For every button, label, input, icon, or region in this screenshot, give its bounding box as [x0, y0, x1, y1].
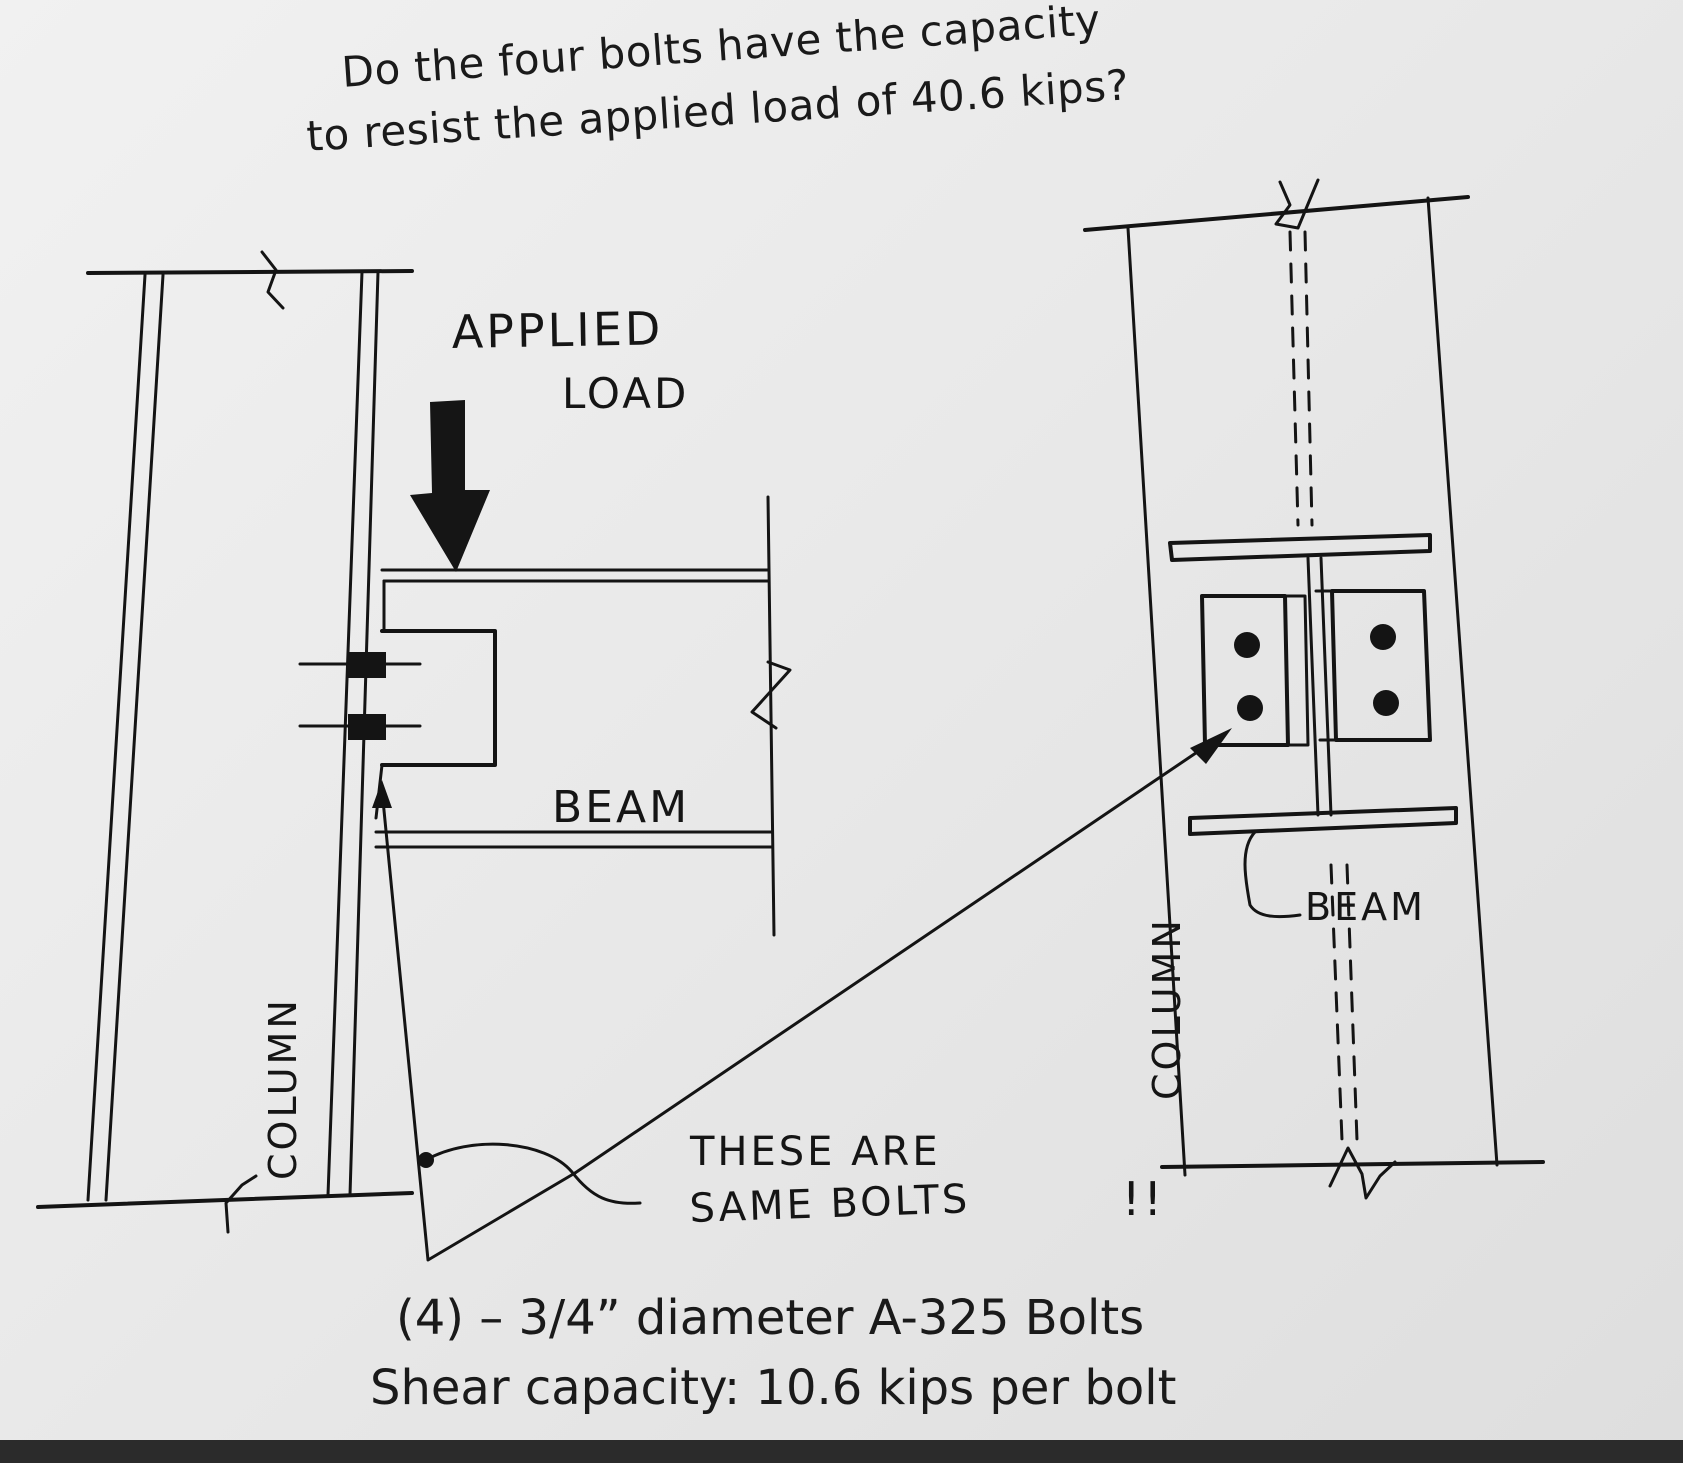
bolt-dot-right-lower [1373, 690, 1399, 716]
bolts-note-exclaim: !! [1122, 1172, 1165, 1226]
applied-load-arrow [410, 400, 490, 572]
column-label-right: COLUMN [1145, 917, 1189, 1100]
bolt-pointer-arrow [573, 728, 1232, 1175]
bolts-note-line1: THESE ARE [689, 1129, 941, 1175]
desk-edge [0, 1440, 1683, 1463]
beam-label-left: BEAM [552, 782, 690, 833]
left-connection-angle [298, 629, 497, 767]
right-column [1083, 178, 1545, 1200]
bolt-head-upper [348, 652, 386, 678]
bolts-note-line2: SAME BOLTS [689, 1176, 971, 1232]
applied-load-label-line2: LOAD [562, 369, 689, 418]
bolt-dot-right-upper [1370, 624, 1396, 650]
beam-label-right: BEAM [1305, 885, 1426, 929]
bolt-head-lower [348, 714, 386, 740]
column-label-left: COLUMN [261, 997, 305, 1180]
right-clip-angles [1200, 589, 1432, 747]
left-bolt-callout [372, 780, 642, 1262]
bolt-dot-left-upper [1234, 632, 1260, 658]
bolt-spec-line: (4) – 3/4” diameter A-325 Bolts [396, 1290, 1145, 1346]
applied-load-label-line1: APPLIED [451, 301, 664, 359]
right-beam-section [1168, 533, 1458, 919]
bolt-dot-left-lower [1237, 695, 1263, 721]
left-beam [374, 495, 792, 937]
shear-capacity-line: Shear capacity: 10.6 kips per bolt [370, 1360, 1177, 1416]
left-column [36, 250, 414, 1234]
